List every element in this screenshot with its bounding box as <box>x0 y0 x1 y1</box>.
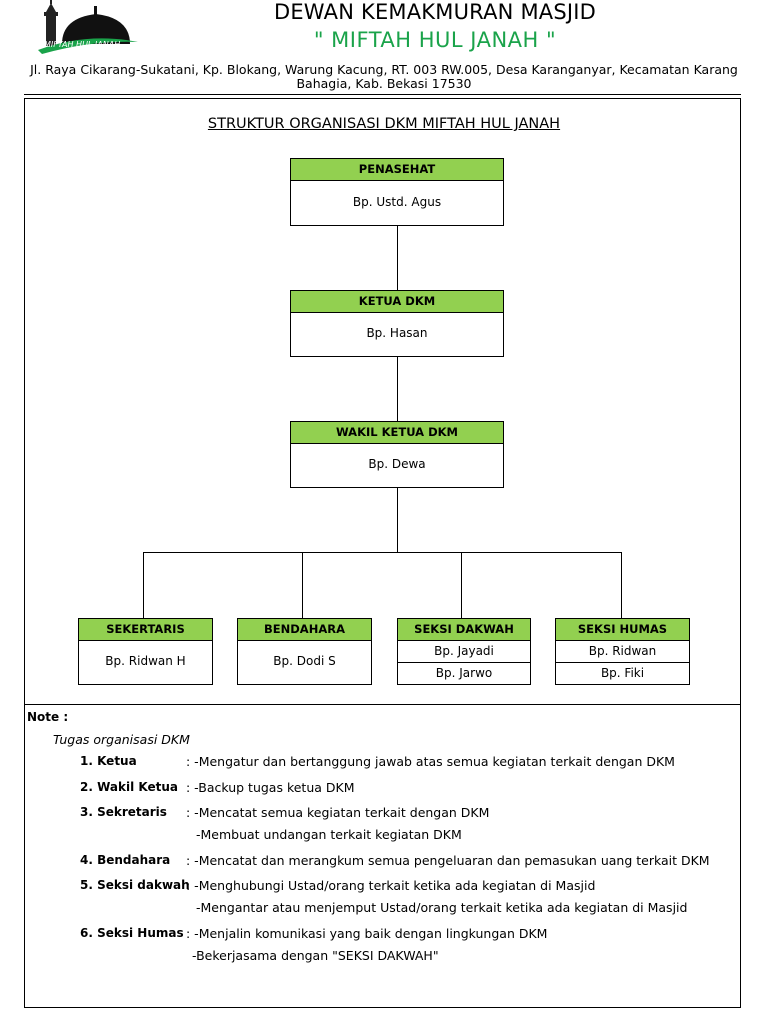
org-box-humas: SEKSI HUMAS Bp. Ridwan Bp. Fiki <box>555 618 690 685</box>
task-name: 1. Ketua <box>80 754 137 768</box>
org-box-name: Bp. Ridwan <box>588 644 657 658</box>
org-box-ketua: KETUA DKM Bp. Hasan <box>290 290 504 357</box>
org-box-title: SEKSI HUMAS <box>556 619 689 641</box>
task-line: : -Menghubungi Ustad/orang terkait ketik… <box>186 878 596 893</box>
task-name: 2. Wakil Ketua <box>80 780 178 794</box>
org-box-title: KETUA DKM <box>291 291 503 313</box>
tasks-heading: Tugas organisasi DKM <box>53 732 190 747</box>
note-label: Note : <box>27 710 69 724</box>
notes-divider <box>24 704 741 705</box>
org-box-name: Bp. Fiki <box>556 662 689 684</box>
task-name: 4. Bendahara <box>80 853 171 867</box>
org-box-dakwah: SEKSI DAKWAH Bp. Jayadi Bp. Jarwo <box>397 618 531 685</box>
mosque-logo: MIFTAH HUL JANAH <box>32 0 142 58</box>
connector-dakwah <box>461 552 462 618</box>
header-divider <box>24 94 741 95</box>
connector-humas <box>621 552 622 618</box>
task-name: 5. Seksi dakwah <box>80 878 190 892</box>
org-box-name: Bp. Dodi S <box>273 654 336 668</box>
task-line: : -Mencatat dan merangkum semua pengelua… <box>186 853 710 868</box>
connector-bendahara <box>302 552 303 618</box>
task-line: -Membuat undangan terkait kegiatan DKM <box>196 827 462 842</box>
org-box-penasehat: PENASEHAT Bp. Ustd. Agus <box>290 158 504 226</box>
task-name: 6. Seksi Humas <box>80 926 184 940</box>
org-box-title: SEKSI DAKWAH <box>398 619 530 641</box>
connector-ketua-wakil <box>397 356 398 422</box>
header-subtitle: " MIFTAH HUL JANAH " <box>313 28 557 52</box>
header-address: Jl. Raya Cikarang-Sukatani, Kp. Blokang,… <box>30 62 738 91</box>
org-box-bendahara: BENDAHARA Bp. Dodi S <box>237 618 372 685</box>
task-line: -Mengantar atau menjemput Ustad/orang te… <box>196 900 688 915</box>
task-line: : -Menjalin komunikasi yang baik dengan … <box>186 926 548 941</box>
task-line: : -Backup tugas ketua DKM <box>186 780 355 795</box>
org-box-title: BENDAHARA <box>238 619 371 641</box>
org-box-name: Bp. Ridwan H <box>105 654 186 668</box>
org-box-wakil: WAKIL KETUA DKM Bp. Dewa <box>290 421 504 488</box>
org-box-name: Bp. Jayadi <box>434 644 494 658</box>
task-line: : -Mencatat semua kegiatan terkait denga… <box>186 805 490 820</box>
connector-wakil-branch <box>397 487 398 552</box>
org-box-name: Bp. Ustd. Agus <box>352 195 442 209</box>
org-box-name: Bp. Dewa <box>368 457 426 471</box>
logo-text: MIFTAH HUL JANAH <box>44 40 120 49</box>
org-box-name: Bp. Jarwo <box>398 662 530 684</box>
connector-branch-bar <box>143 552 621 553</box>
task-line: -Bekerjasama dengan "SEKSI DAKWAH" <box>192 948 439 963</box>
org-box-sekertaris: SEKERTARIS Bp. Ridwan H <box>78 618 213 685</box>
org-box-title: WAKIL KETUA DKM <box>291 422 503 444</box>
page-frame <box>24 98 741 1008</box>
org-box-title: PENASEHAT <box>291 159 503 181</box>
connector-penasehat-ketua <box>397 224 398 290</box>
structure-title: STRUKTUR ORGANISASI DKM MIFTAH HUL JANAH <box>207 116 561 132</box>
connector-sekertaris <box>143 552 144 618</box>
org-box-title: SEKERTARIS <box>79 619 212 641</box>
header-title: DEWAN KEMAKMURAN MASJID <box>273 0 597 24</box>
org-box-name: Bp. Hasan <box>366 326 428 340</box>
task-line: : -Mengatur dan bertanggung jawab atas s… <box>186 754 675 769</box>
task-name: 3. Sekretaris <box>80 805 167 819</box>
